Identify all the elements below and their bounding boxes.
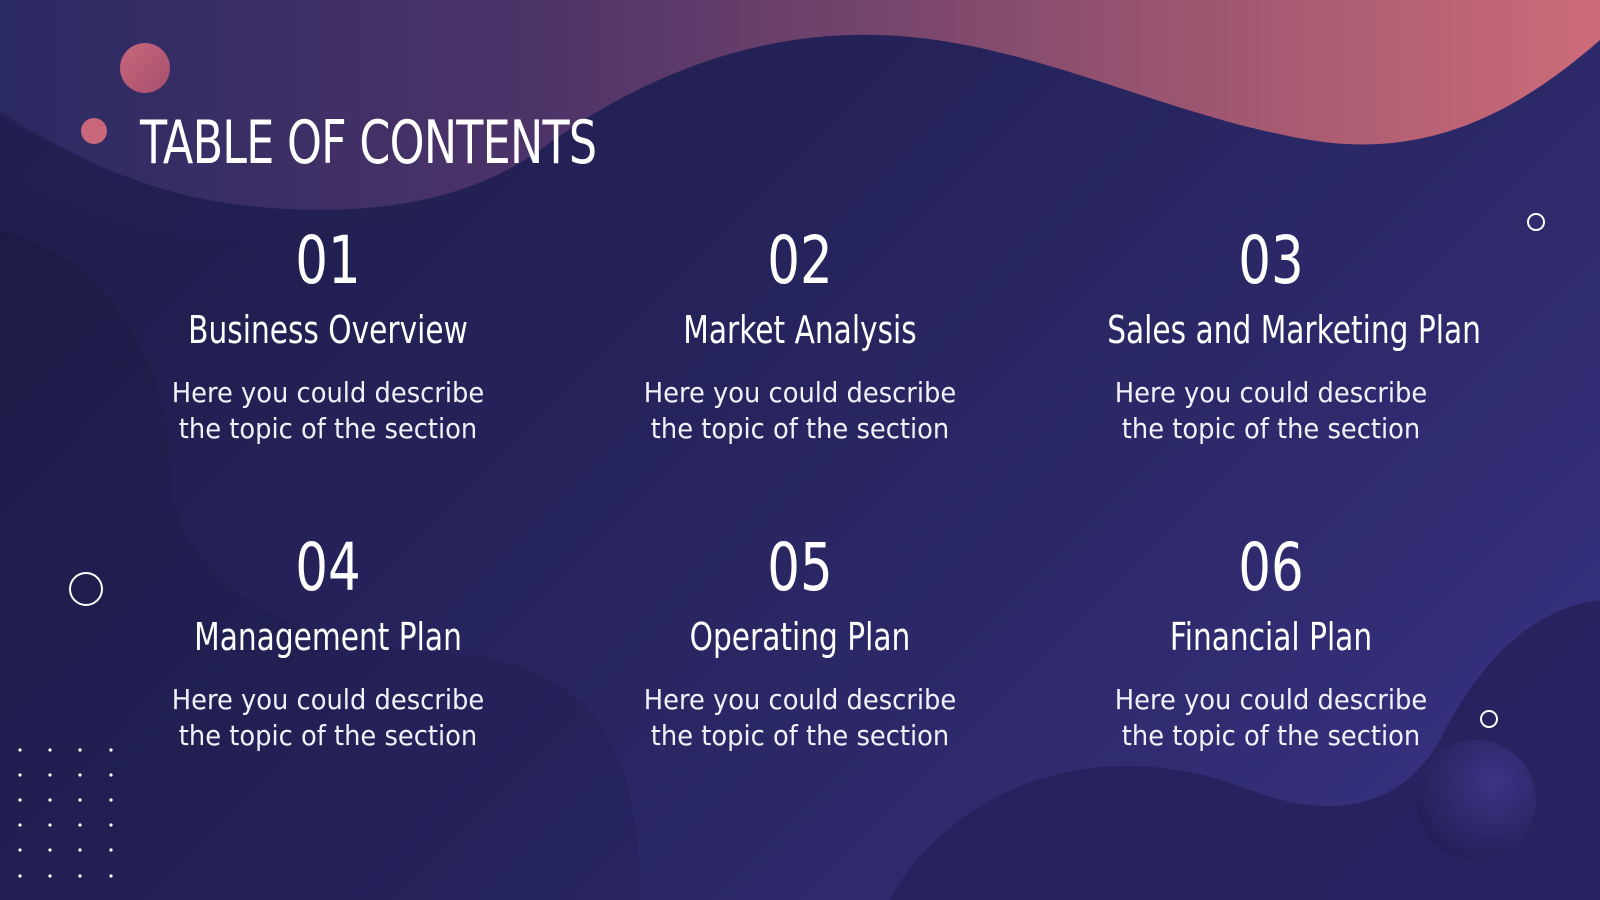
section-description: Here you could describe the topic of the… <box>643 683 957 752</box>
outline-circle-top-right <box>1527 213 1545 231</box>
section-description: Here you could describe the topic of the… <box>1114 376 1428 445</box>
toc-item-5: 05 Operating Plan Here you could describ… <box>590 528 1010 754</box>
section-number: 01 <box>295 222 361 299</box>
toc-item-3: 03 Sales and Marketing Plan Here you cou… <box>1061 221 1481 447</box>
toc-item-6: 06 Financial Plan Here you could describ… <box>1061 528 1481 754</box>
sphere-decoration <box>1416 740 1536 860</box>
section-number: 02 <box>767 222 833 299</box>
section-number: 03 <box>1238 222 1304 299</box>
section-description: Here you could describe the topic of the… <box>643 376 957 445</box>
dot-grid <box>18 748 113 878</box>
top-wave-shape <box>0 0 1600 210</box>
section-heading: Financial Plan <box>1169 615 1373 659</box>
toc-item-1: 01 Business Overview Here you could desc… <box>118 221 538 447</box>
toc-item-4: 04 Management Plan Here you could descri… <box>118 528 538 754</box>
section-heading: Sales and Marketing Plan <box>1107 308 1481 352</box>
section-description: Here you could describe the topic of the… <box>171 376 485 445</box>
section-heading: Management Plan <box>194 615 462 659</box>
outline-circle-right <box>1480 710 1498 728</box>
pink-dot-large <box>120 43 170 93</box>
outline-circle-left <box>69 572 103 606</box>
section-description: Here you could describe the topic of the… <box>171 683 485 752</box>
toc-item-2: 02 Market Analysis Here you could descri… <box>590 221 1010 447</box>
section-description: Here you could describe the topic of the… <box>1114 683 1428 752</box>
section-heading: Operating Plan <box>689 615 911 659</box>
pink-dot-small <box>81 118 107 144</box>
section-number: 04 <box>295 529 361 606</box>
section-number: 05 <box>767 529 833 606</box>
page-title: TABLE OF CONTENTS <box>140 108 597 178</box>
wave-shadow-shape <box>0 110 540 241</box>
left-dark-blob <box>0 230 640 900</box>
section-heading: Market Analysis <box>683 308 917 352</box>
section-number: 06 <box>1238 529 1304 606</box>
section-heading: Business Overview <box>188 308 468 352</box>
